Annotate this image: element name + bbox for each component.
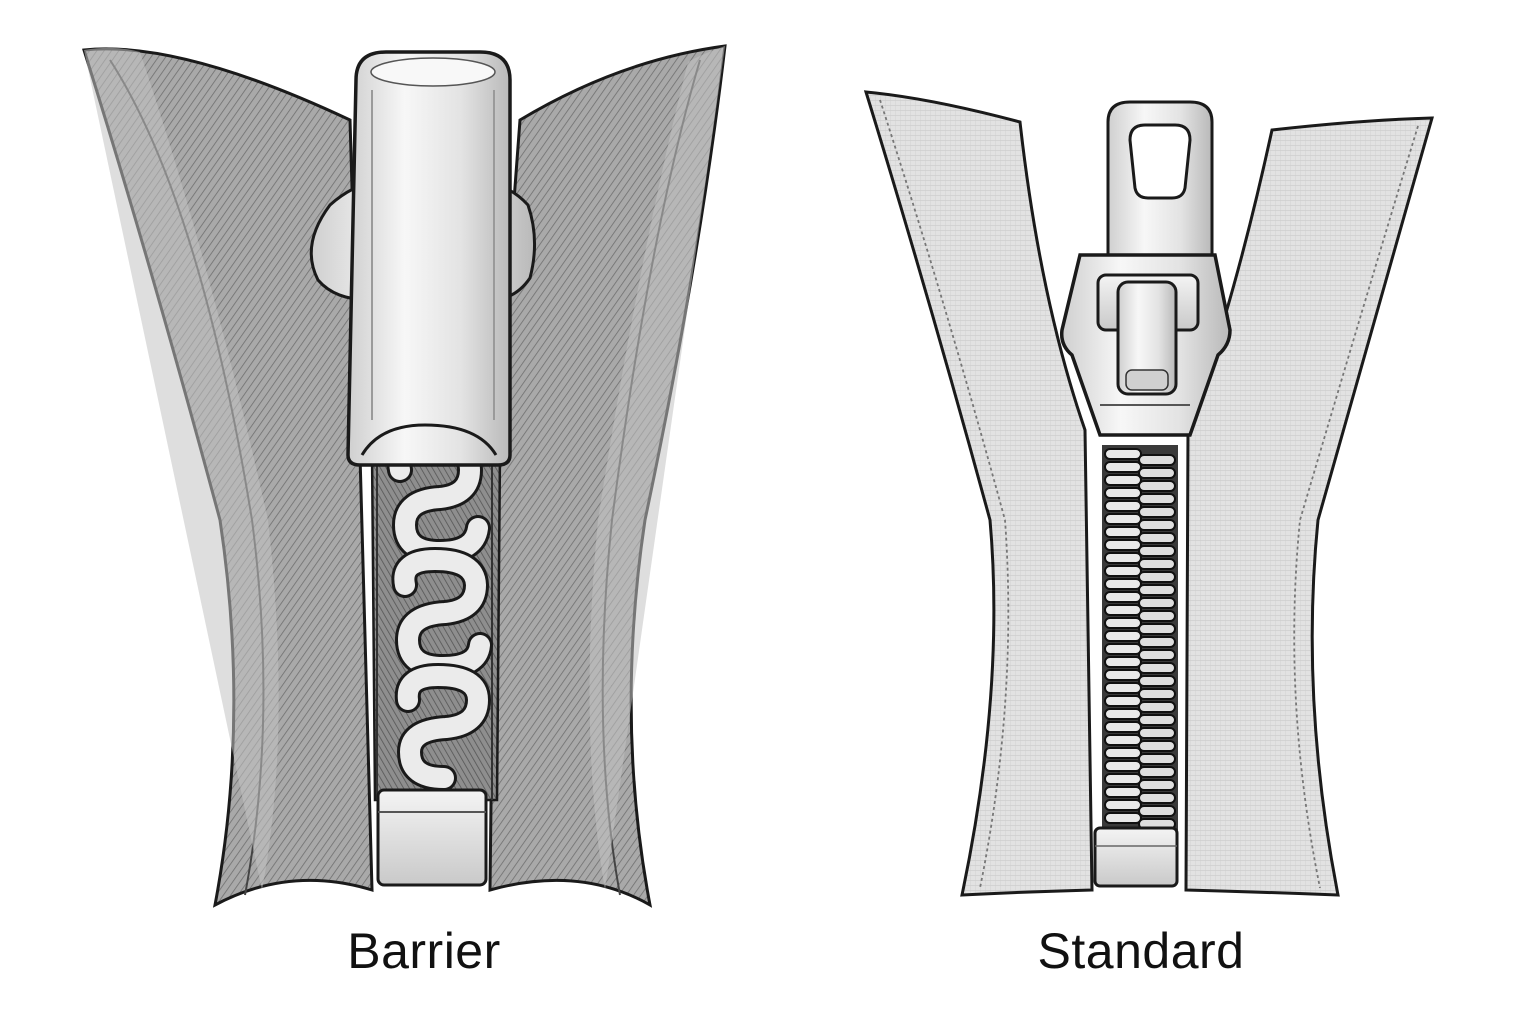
coil-tooth-left: [1104, 526, 1142, 538]
coil-tooth-right: [1138, 493, 1176, 505]
coil-tooth-right: [1138, 688, 1176, 700]
coil-tooth-left: [1104, 708, 1142, 720]
coil-tooth-right: [1138, 740, 1176, 752]
coil-tooth-left: [1104, 786, 1142, 798]
coil-tooth-left: [1104, 695, 1142, 707]
coil-tooth-left: [1104, 682, 1142, 694]
coil-tooth-right: [1138, 792, 1176, 804]
barrier-end-stop-icon: [376, 788, 488, 887]
coil-tooth-left: [1104, 812, 1142, 824]
s-hook-chain-icon: [386, 431, 493, 791]
standard-end-stop-icon: [1093, 826, 1179, 888]
coil-tooth-left: [1104, 617, 1142, 629]
coil-tooth-right: [1138, 532, 1176, 544]
coil-tooth-right: [1138, 571, 1176, 583]
coil-tooth-right: [1138, 558, 1176, 570]
coil-tooth-left: [1104, 799, 1142, 811]
coil-tooth-left: [1104, 487, 1142, 499]
coil-tooth-right: [1138, 805, 1176, 817]
coil-tooth-right: [1138, 649, 1176, 661]
coil-tooth-left: [1104, 578, 1142, 590]
coil-tooth-right: [1138, 766, 1176, 778]
barrier-zipper-illustration: [82, 44, 727, 908]
coil-tooth-left: [1104, 669, 1142, 681]
coil-tooth-right: [1138, 714, 1176, 726]
barrier-label: Barrier: [347, 923, 501, 979]
standard-left-tape: [863, 90, 1094, 897]
standard-slider: [1059, 253, 1232, 437]
barrier-slider: [309, 50, 537, 467]
coil-tooth-left: [1104, 513, 1142, 525]
coil-tooth-right: [1138, 636, 1176, 648]
coil-tooth-left: [1104, 565, 1142, 577]
coil-tooth-left: [1104, 773, 1142, 785]
coil-tooth-right: [1138, 662, 1176, 674]
coil-tooth-right: [1138, 454, 1176, 466]
coil-tooth-right: [1138, 506, 1176, 518]
coil-tooth-left: [1104, 604, 1142, 616]
coil-tooth-right: [1138, 597, 1176, 609]
coil-teeth-icon: [1102, 445, 1178, 830]
coil-tooth-right: [1138, 467, 1176, 479]
coil-tooth-left: [1104, 539, 1142, 551]
coil-tooth-left: [1104, 760, 1142, 772]
coil-tooth-left: [1104, 461, 1142, 473]
coil-tooth-right: [1138, 480, 1176, 492]
coil-tooth-right: [1138, 779, 1176, 791]
coil-tooth-left: [1104, 734, 1142, 746]
coil-tooth-left: [1104, 721, 1142, 733]
coil-tooth-left: [1104, 500, 1142, 512]
coil-tooth-left: [1104, 474, 1142, 486]
coil-tooth-right: [1138, 610, 1176, 622]
coil-tooth-left: [1104, 747, 1142, 759]
coil-tooth-left: [1104, 656, 1142, 668]
coil-tooth-left: [1104, 448, 1142, 460]
coil-tooth-right: [1138, 753, 1176, 765]
coil-tooth-left: [1104, 630, 1142, 642]
coil-tooth-right: [1138, 545, 1176, 557]
coil-tooth-right: [1138, 623, 1176, 635]
coil-tooth-right: [1138, 727, 1176, 739]
standard-right-tape: [1184, 116, 1435, 897]
coil-tooth-right: [1138, 701, 1176, 713]
standard-label: Standard: [1037, 923, 1245, 979]
coil-tooth-right: [1138, 675, 1176, 687]
coil-tooth-right: [1138, 519, 1176, 531]
standard-zipper-illustration: [863, 90, 1435, 897]
coil-tooth-left: [1104, 552, 1142, 564]
coil-tooth-right: [1138, 584, 1176, 596]
coil-tooth-left: [1104, 591, 1142, 603]
coil-tooth-left: [1104, 643, 1142, 655]
